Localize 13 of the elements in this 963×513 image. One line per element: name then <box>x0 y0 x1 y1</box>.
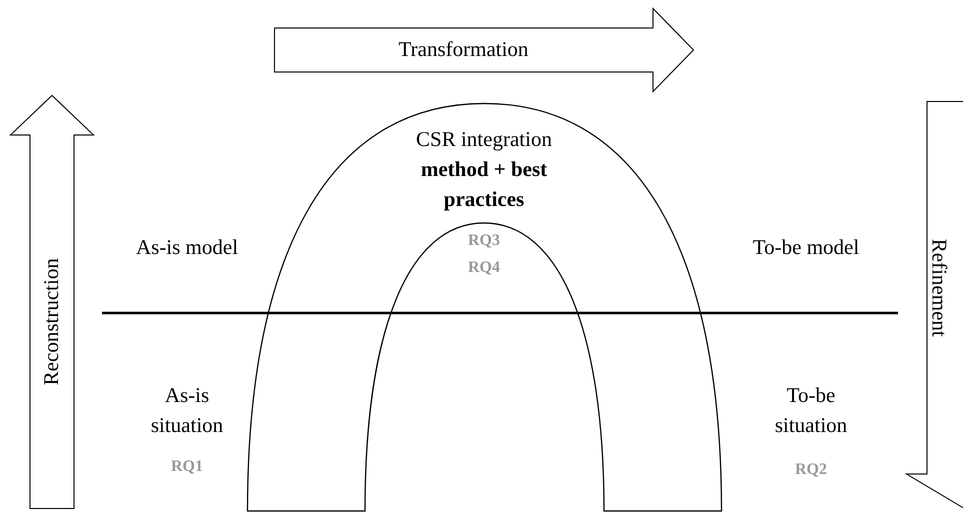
stage-label: To-be situation <box>774 382 848 439</box>
research-question-label: RQ4 <box>468 258 500 278</box>
arrow-label: Reconstruction <box>38 258 64 386</box>
stage-label: To-be model <box>752 234 860 261</box>
arrow-label: Refinement <box>926 238 953 336</box>
arch-label: CSR integration <box>416 126 552 153</box>
research-question-label: RQ2 <box>795 460 827 480</box>
stage-label: As-is model <box>134 234 240 261</box>
research-question-label: RQ3 <box>468 231 500 251</box>
arch-label: method + best practices <box>420 156 548 213</box>
stage-label: As-is situation <box>150 382 224 439</box>
research-question-label: RQ1 <box>171 457 203 477</box>
arrow-label: Transformation <box>398 36 528 64</box>
